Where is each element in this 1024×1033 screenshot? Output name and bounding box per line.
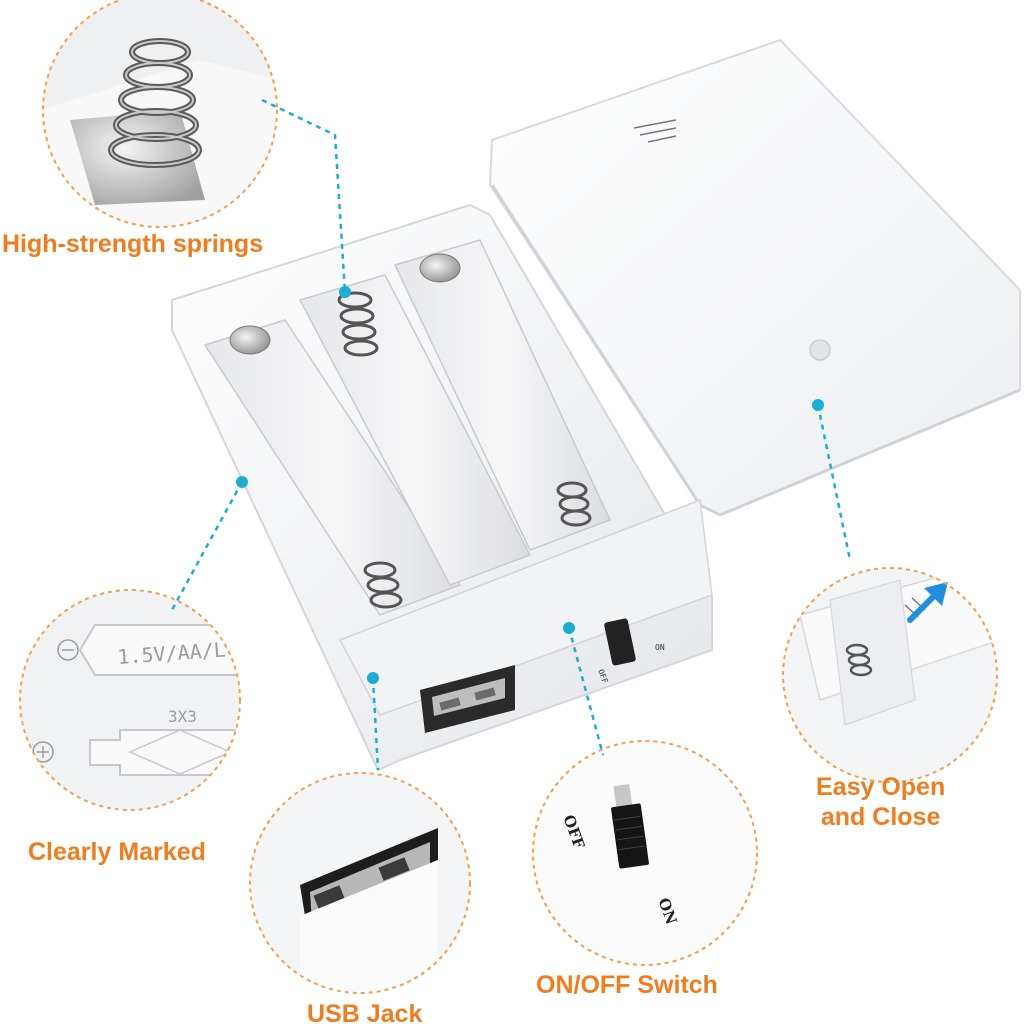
callout-connectors (170, 98, 852, 771)
callout-switch: OFF ON (532, 740, 758, 966)
open-direction-arrow (907, 582, 948, 623)
callout-clearly-marked: 1.5V/AA/L 3X3 (19, 589, 241, 811)
label-easy-open-line2: and Close (820, 803, 941, 831)
battery-count-marking: 3X3 (168, 707, 197, 726)
label-easy-open-line1: Easy Open (816, 773, 946, 801)
spring-bottom-1 (363, 561, 403, 609)
battery-slot-2 (298, 274, 532, 586)
callout-usb (249, 772, 471, 994)
spring-bottom-2 (556, 481, 592, 527)
usb-circle-border (249, 772, 471, 994)
battery-slot-3 (393, 239, 612, 551)
callout-easy-open (782, 567, 998, 783)
callout-dots (236, 286, 824, 684)
easy-open-circle-border (782, 567, 998, 783)
switch-circle-border (532, 740, 758, 966)
vent-lines (633, 119, 677, 143)
clearly-marked-circle-border (19, 589, 241, 811)
battery-case: OFF ON (171, 203, 713, 772)
lid-screw-hole (809, 339, 831, 361)
case-switch-on: ON (655, 643, 665, 652)
spring-top (337, 291, 379, 357)
springs-circle-border (42, 0, 278, 228)
usb-port (420, 665, 515, 733)
label-easy-open: Easy Open and Close (816, 772, 945, 832)
label-clearly-marked: Clearly Marked (28, 838, 206, 866)
label-springs: High-strength springs (2, 230, 264, 258)
callout-springs (42, 0, 278, 228)
label-usb-jack: USB Jack (307, 1000, 423, 1028)
battery-lid (488, 38, 1021, 517)
label-switch: ON/OFF Switch (536, 971, 718, 999)
